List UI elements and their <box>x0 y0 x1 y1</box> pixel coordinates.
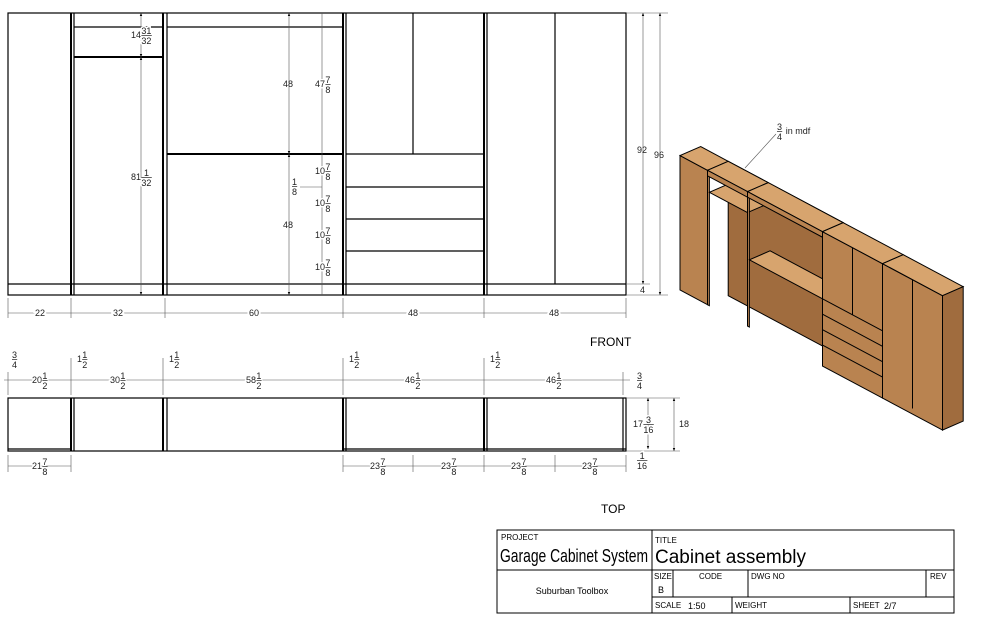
dim-height-92: 92 <box>637 145 647 155</box>
iso-side-panel <box>747 190 750 328</box>
iso-drawer-line <box>822 344 883 378</box>
dim-width: 32 <box>113 308 123 318</box>
drawing-title: Cabinet assembly <box>655 547 807 568</box>
front-width-dims: 22 32 60 48 48 <box>33 306 561 320</box>
project-label: PROJECT <box>501 533 538 542</box>
iso-drawer-line <box>822 313 883 347</box>
dim-height-96: 96 <box>654 150 664 160</box>
size-value: B <box>658 585 664 595</box>
iso-end-panel <box>942 285 964 431</box>
code-label: CODE <box>699 572 722 581</box>
dim-lower-48: 48 <box>283 220 293 230</box>
dim-upper-48: 48 <box>283 79 293 89</box>
isometric-view <box>678 146 965 431</box>
project-name: Garage Cabinet System <box>500 546 648 566</box>
weight-label: WEIGHT <box>735 601 767 610</box>
dim-base-4: 4 <box>640 285 645 295</box>
dim-width: 48 <box>549 308 559 318</box>
iso-drawer-line <box>822 329 883 363</box>
sheet-value: 2/7 <box>884 601 897 611</box>
scale-value: 1:50 <box>688 601 706 611</box>
dim-width: 48 <box>408 308 418 318</box>
title-block: PROJECT Garage Cabinet System TITLE Cabi… <box>496 529 955 614</box>
iso-side-panel <box>707 169 710 307</box>
front-view-label: FRONT <box>590 335 632 349</box>
company-name: Suburban Toolbox <box>536 586 609 596</box>
dim-depth: 18 <box>679 419 689 429</box>
sheet-label: SHEET <box>853 601 880 610</box>
dim-width: 60 <box>249 308 259 318</box>
iso-cabinet-front <box>679 154 708 306</box>
iso-drawer-line <box>822 298 883 332</box>
size-label: SIZE <box>654 572 672 581</box>
rev-label: REV <box>930 572 947 581</box>
scale-label: SCALE <box>655 601 681 610</box>
dim-width: 22 <box>35 308 45 318</box>
title-label: TITLE <box>655 536 677 545</box>
dwg-no-label: DWG NO <box>751 572 785 581</box>
top-view-label: TOP <box>601 502 625 516</box>
